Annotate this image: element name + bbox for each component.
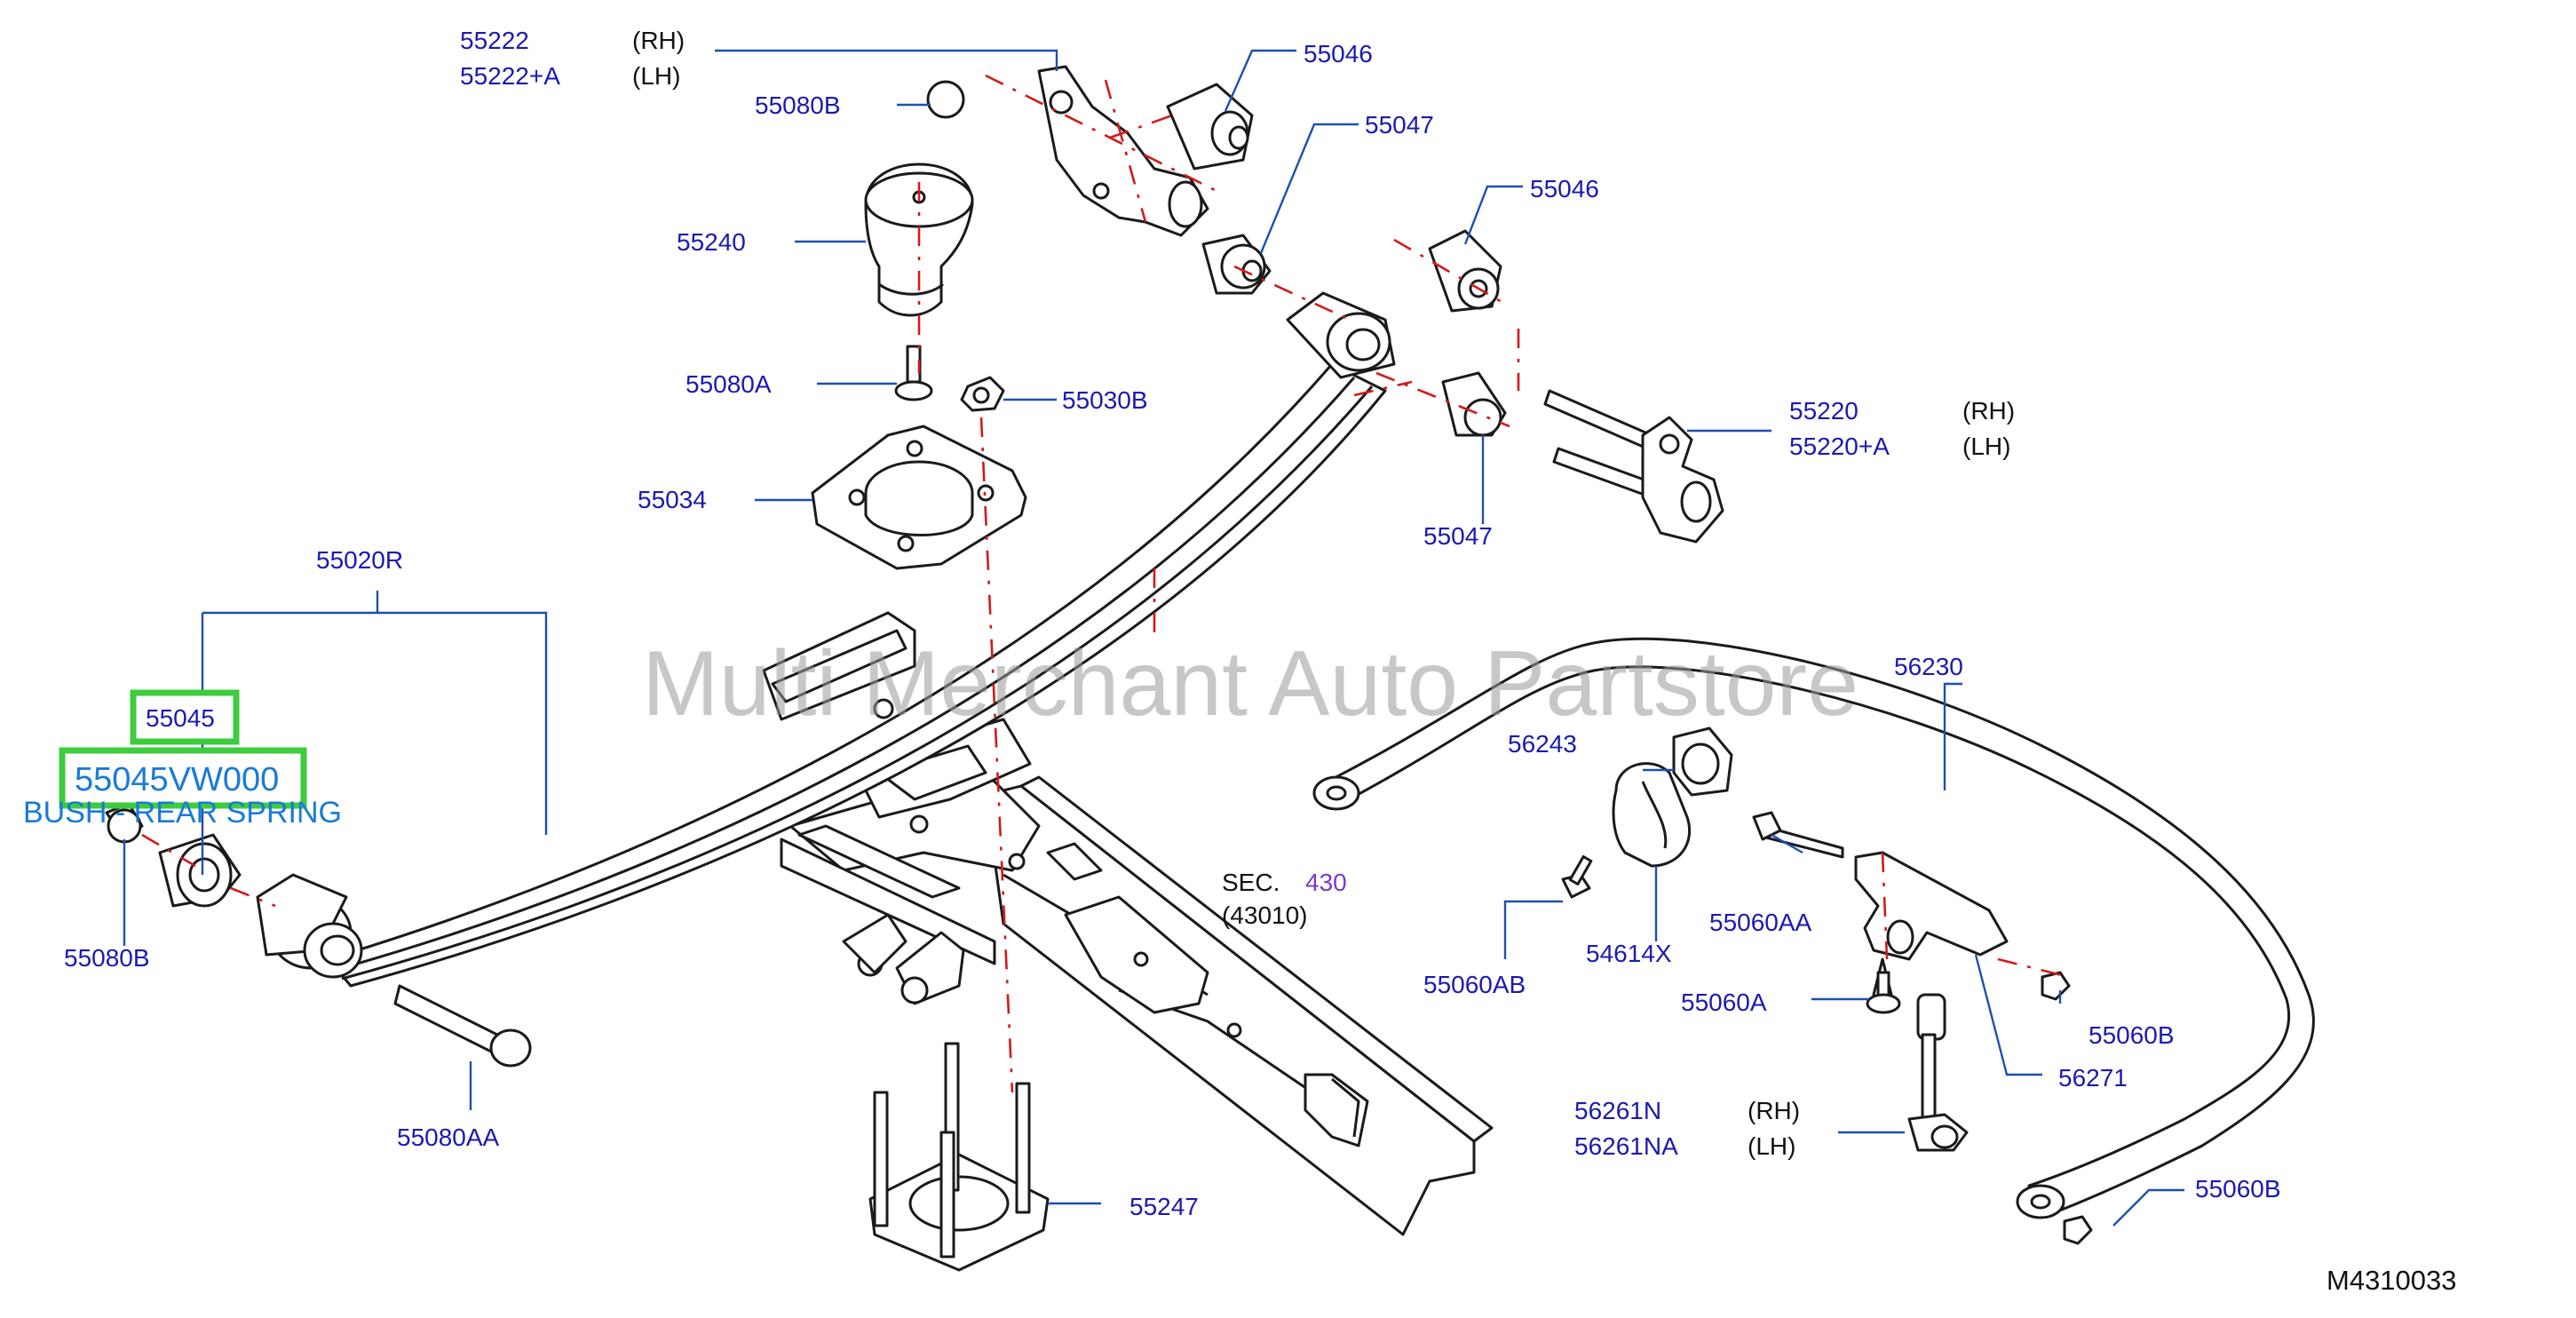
label-55080b-top[interactable]: 55080B <box>755 91 841 119</box>
highlight-callout: 55045 55045VW000 BUSH - REAR SPRING <box>23 689 342 830</box>
label-56261na[interactable]: 56261NA <box>1574 1132 1678 1160</box>
label-56261na-side: (LH) <box>1748 1132 1795 1160</box>
label-56261n[interactable]: 56261N <box>1574 1097 1661 1124</box>
u-bolt-plate <box>868 1042 1050 1272</box>
spring-seat <box>811 425 1027 570</box>
label-55222a[interactable]: 55222+A <box>460 62 560 90</box>
label-55240[interactable]: 55240 <box>677 228 746 256</box>
label-55220a-side: (LH) <box>1962 433 2010 460</box>
label-55220[interactable]: 55220 <box>1789 397 1859 425</box>
highlight-ref[interactable]: 55045 <box>146 704 215 732</box>
label-55046-top[interactable]: 55046 <box>1304 40 1373 67</box>
label-55080a[interactable]: 55080A <box>686 370 772 398</box>
label-55034[interactable]: 55034 <box>638 486 707 513</box>
center-lines <box>141 74 2070 1093</box>
section-sub: (43010) <box>1222 901 1308 929</box>
label-56243[interactable]: 56243 <box>1508 730 1577 758</box>
highlight-description: BUSH - REAR SPRING <box>23 796 342 830</box>
label-55030b[interactable]: 55030B <box>1062 386 1148 414</box>
highlight-part-number[interactable]: 55045VW000 <box>75 761 279 798</box>
label-55060b-low[interactable]: 55060B <box>2195 1175 2281 1203</box>
label-55047-low[interactable]: 55047 <box>1423 522 1493 550</box>
label-55060ab[interactable]: 55060AB <box>1423 971 1526 998</box>
label-55060a[interactable]: 55060A <box>1681 988 1767 1016</box>
rear-spring-bush-assembly <box>105 802 532 1068</box>
bolt-nut-pair <box>894 345 1005 412</box>
section-number[interactable]: 430 <box>1305 869 1347 896</box>
label-55020r[interactable]: 55020R <box>316 546 403 574</box>
leaf-spring <box>256 291 1396 988</box>
label-55060b-mid[interactable]: 55060B <box>2089 1021 2175 1049</box>
stabilizer-bar <box>1312 637 2315 1219</box>
watermark: Multi Merchant Auto Partstore <box>642 632 1859 735</box>
leader-lines <box>123 49 2184 1227</box>
highlight-ref-box <box>130 689 240 745</box>
label-55220a[interactable]: 55220+A <box>1789 433 1890 460</box>
stabilizer-bushing-clamp <box>1561 726 1733 899</box>
diagram-code: M4310033 <box>2326 1265 2457 1296</box>
label-55247[interactable]: 55247 <box>1129 1193 1199 1220</box>
section-sec: SEC. <box>1222 869 1280 896</box>
label-55080aa[interactable]: 55080AA <box>397 1123 500 1151</box>
highlight-part-box <box>59 747 307 809</box>
label-55046-right[interactable]: 55046 <box>1530 175 1599 202</box>
label-56261n-side: (RH) <box>1748 1097 1800 1124</box>
label-56271[interactable]: 56271 <box>2058 1064 2128 1092</box>
label-55080b-left[interactable]: 55080B <box>64 944 150 972</box>
label-54614x[interactable]: 54614X <box>1586 940 1672 967</box>
part-labels: 55222 (RH) 55222+A (LH) 55080B 55046 550… <box>64 27 2281 1220</box>
label-55060aa[interactable]: 55060AA <box>1709 909 1812 936</box>
label-55222[interactable]: 55222 <box>460 27 529 54</box>
shackle-bracket <box>926 65 1272 295</box>
label-55222a-side: (LH) <box>632 62 680 90</box>
label-55220-side: (RH) <box>1962 397 2015 425</box>
label-56230[interactable]: 56230 <box>1894 653 1963 680</box>
right-bush-bolts <box>1428 229 1724 544</box>
frame-rail <box>762 611 1494 1236</box>
link-bracket <box>1752 811 2071 1014</box>
label-55047-top[interactable]: 55047 <box>1365 111 1434 139</box>
stabilizer-link <box>1907 993 2093 1245</box>
label-55222-side: (RH) <box>632 27 685 54</box>
